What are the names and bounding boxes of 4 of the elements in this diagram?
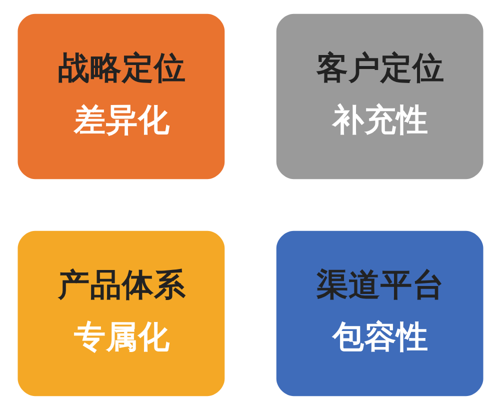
node-box: 渠道平台 包容性 xyxy=(276,230,483,396)
node-box: 客户定位 补充性 xyxy=(276,14,483,180)
node-box: 战略定位 差异化 xyxy=(17,14,224,180)
node-box: 产品体系 专属化 xyxy=(17,230,224,396)
